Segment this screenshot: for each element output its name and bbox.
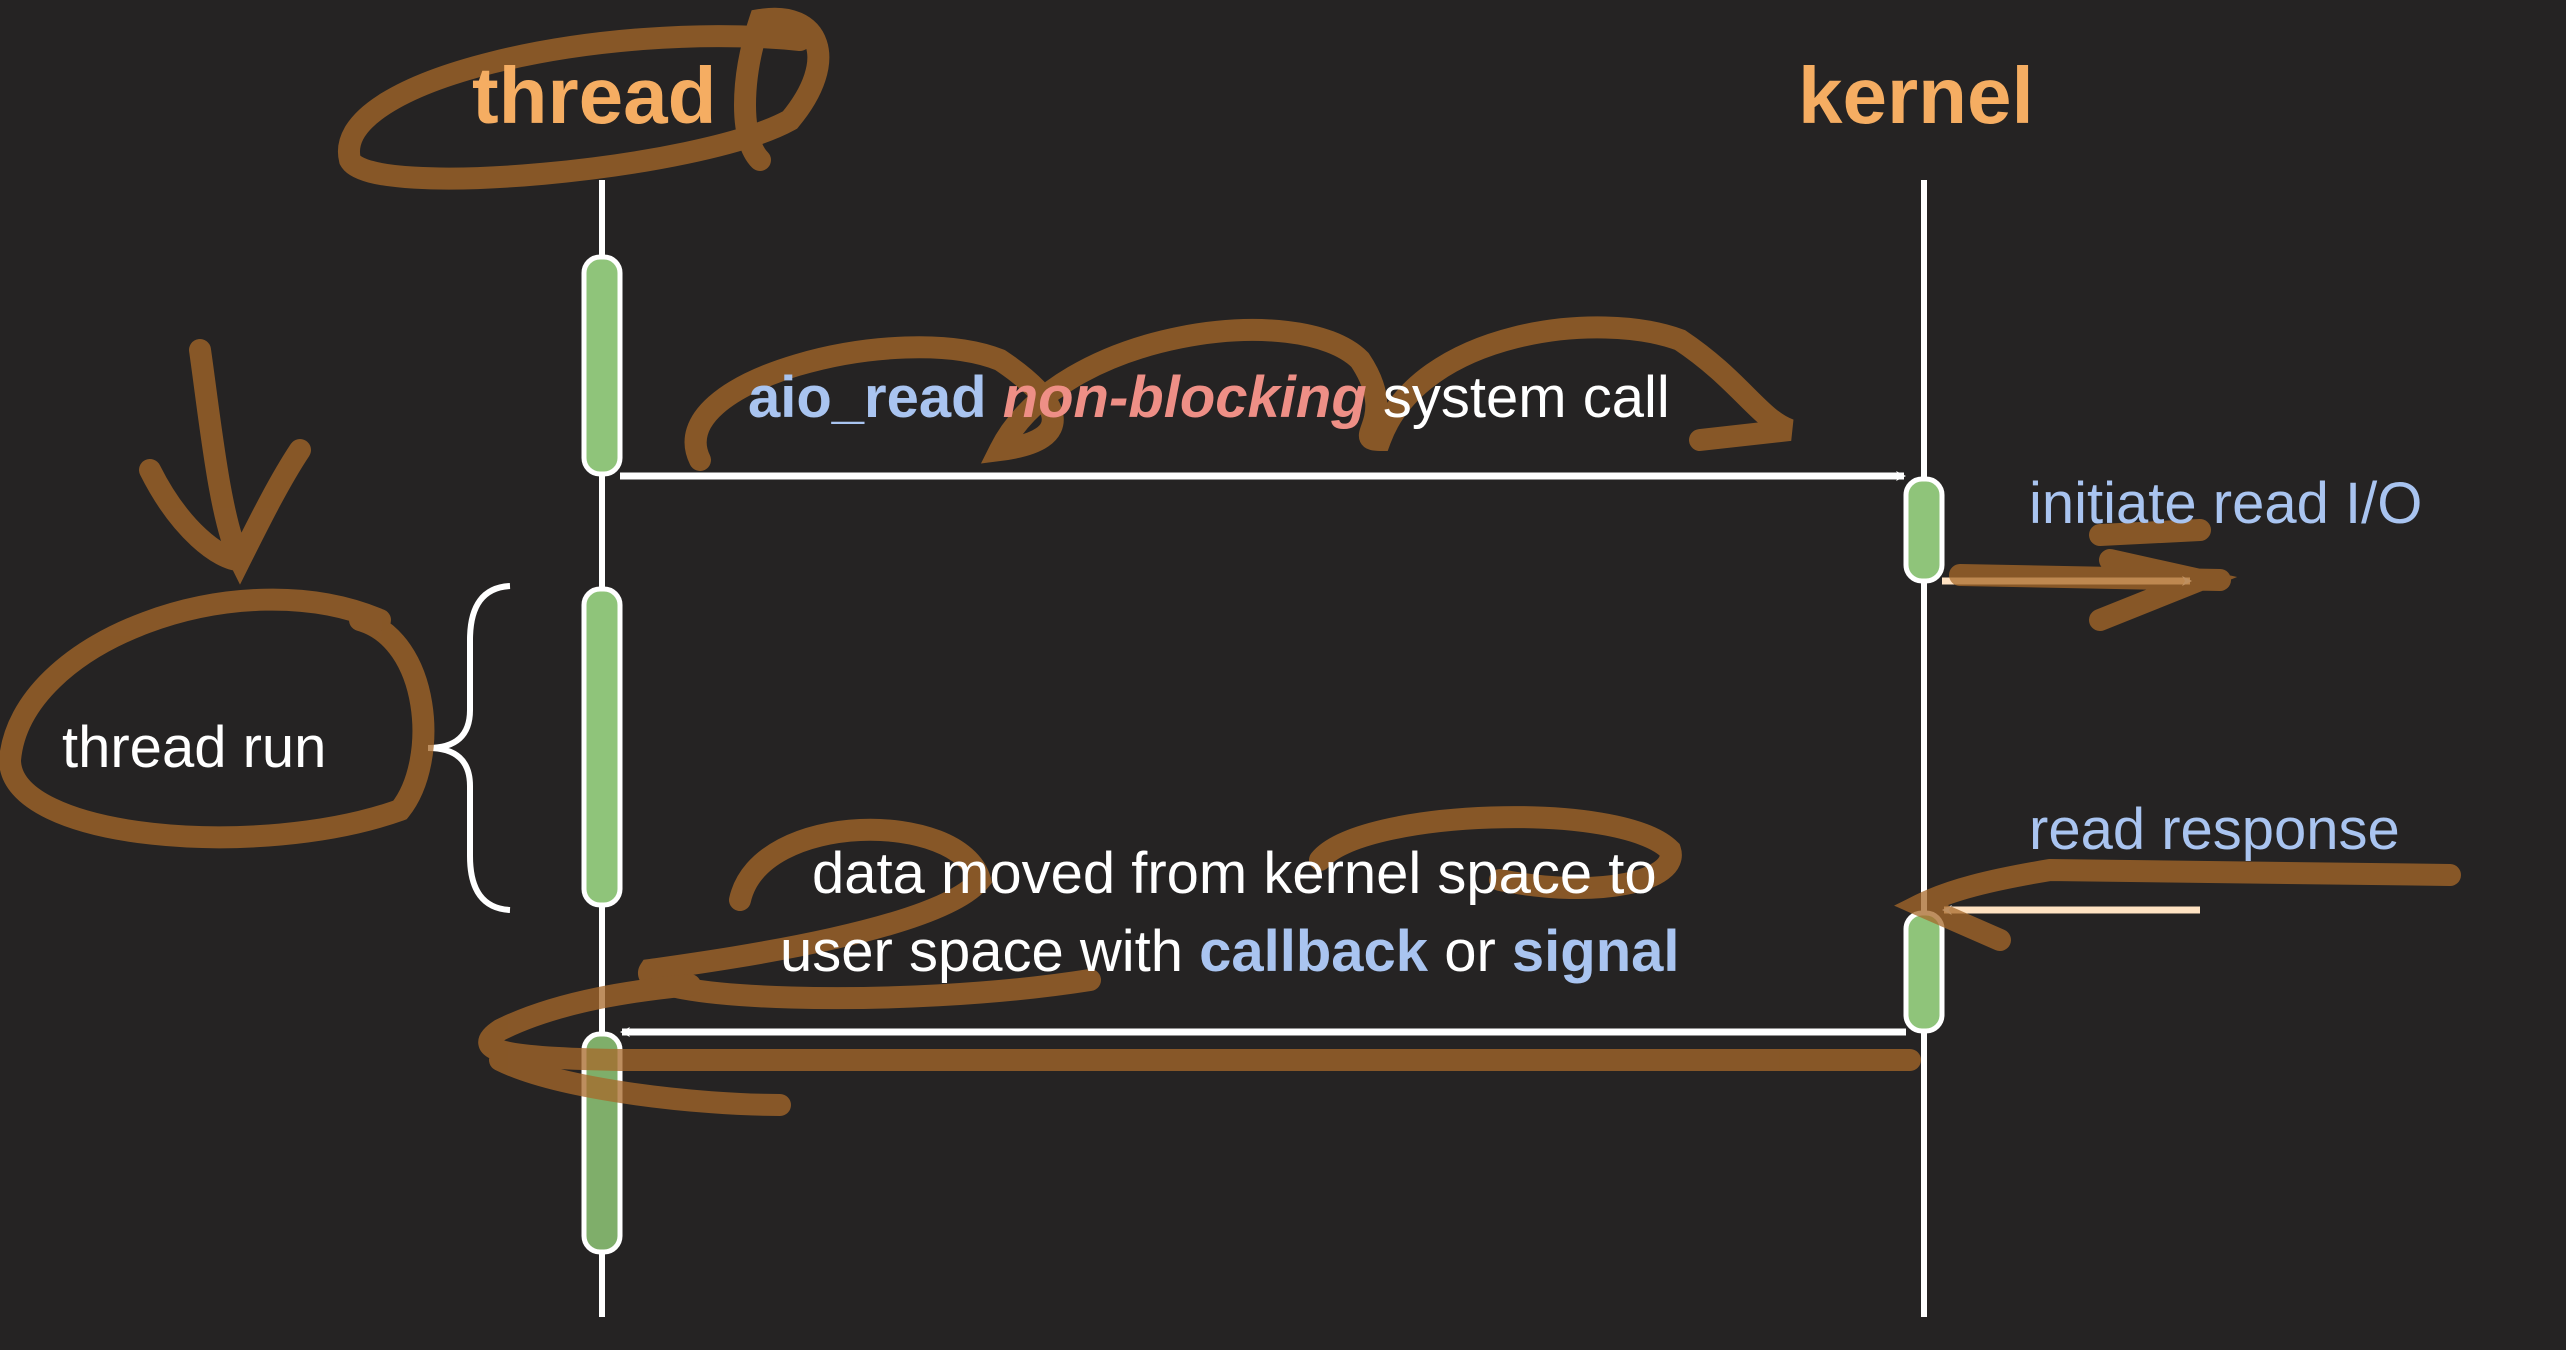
or-text: or [1444,919,1496,984]
call-message-label: aio_read non-blocking system call [748,364,1670,431]
user-space-text: user space with [780,919,1183,984]
system-call-text: system call [1382,365,1670,430]
callback-keyword: callback [1199,919,1429,984]
annotation-strokes [0,7,2461,1116]
read-response-label: read response [2029,797,2400,862]
kernel-participant-label: kernel [1798,51,2034,140]
aio-read-keyword: aio_read [748,365,987,430]
thread-activation-1 [581,254,623,477]
signal-keyword: signal [1511,919,1680,984]
thread-activation-2 [581,586,623,908]
return-message-line2: user space with callback or signal [780,918,1680,985]
thread-participant-label: thread [472,51,717,140]
kernel-activation-1 [1903,476,1945,584]
return-message-line1: data moved from kernel space to [812,841,1657,906]
initiate-read-label: initiate read I/O [2029,471,2423,536]
thread-run-label: thread run [62,715,327,780]
non-blocking-keyword: non-blocking [1002,365,1367,430]
brace-icon [427,583,511,913]
kernel-activation-2 [1903,910,1945,1034]
